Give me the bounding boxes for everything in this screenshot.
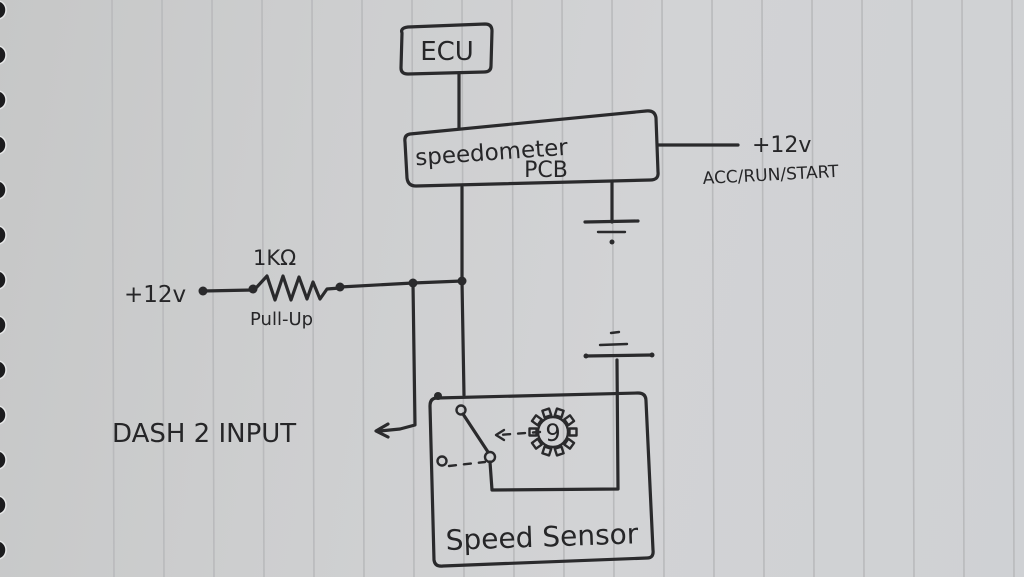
wheel-glyph: 9 <box>545 419 560 447</box>
pcb-ground-icon <box>583 180 640 245</box>
arrow-left-icon <box>494 428 506 442</box>
ruled-line <box>311 0 315 577</box>
ruled-line <box>611 0 615 577</box>
binding-hole <box>0 90 7 110</box>
ruled-line <box>811 0 815 577</box>
junction-dot <box>457 276 467 286</box>
ruled-line <box>861 0 865 577</box>
gear-tooth <box>563 437 576 450</box>
ruled-line <box>361 0 365 577</box>
binding-hole <box>0 0 7 20</box>
binding-hole <box>0 135 7 155</box>
binding-hole <box>0 450 7 470</box>
ruled-line <box>211 0 215 577</box>
ruled-line <box>711 0 715 577</box>
binding-hole <box>0 405 7 425</box>
gear-tooth <box>553 445 565 457</box>
ruled-line <box>511 0 515 577</box>
gear-tooth <box>568 427 578 437</box>
pcb-to-sensor-wire <box>460 185 466 397</box>
switch-contact-open <box>436 455 448 467</box>
resistor-icon <box>253 274 342 302</box>
binding-hole <box>0 225 7 245</box>
ecu-label: ECU <box>420 37 474 67</box>
ruled-line <box>661 0 665 577</box>
gear-tooth <box>530 414 543 427</box>
gear-tooth <box>541 407 553 419</box>
ruled-line <box>911 0 915 577</box>
ignition-voltage-label: +12v <box>752 133 811 158</box>
ruled-line <box>561 0 565 577</box>
binding-hole <box>0 270 7 290</box>
speedometer-pcb-block: speedometer PCB <box>403 109 660 188</box>
ruled-line <box>761 0 765 577</box>
ruled-line <box>111 0 115 577</box>
ruled-line <box>161 0 165 577</box>
gear-tooth <box>530 437 543 450</box>
speed-sensor-block: Speed Sensor 9 <box>428 358 655 568</box>
resistor-value: 1KΩ <box>253 246 296 270</box>
sensor-ground-wire <box>488 358 620 492</box>
speed-sensor-label: Speed Sensor <box>445 517 639 557</box>
binding-hole <box>0 180 7 200</box>
gear-tooth <box>541 445 553 457</box>
binding-hole <box>0 315 7 335</box>
binding-hole <box>0 360 7 380</box>
ecu-block: ECU <box>399 22 494 76</box>
ruled-line <box>261 0 265 577</box>
ruled-line <box>961 0 965 577</box>
binding-hole <box>0 495 7 515</box>
pcb-label-line2: PCB <box>524 158 568 183</box>
actuation-dashed-line <box>496 430 542 437</box>
junction-dot <box>434 392 442 400</box>
pullup-voltage-label: +12v <box>124 282 186 308</box>
switch-arm <box>461 412 490 454</box>
ruled-line <box>1011 0 1015 577</box>
pullup-wire <box>201 288 255 293</box>
dash-input-label: DASH 2 INPUT <box>112 419 296 449</box>
gear-tooth <box>528 427 538 437</box>
sensor-ground-icon <box>583 330 655 359</box>
gear-tooth <box>553 407 565 419</box>
ignition-label: ACC/RUN/START <box>702 162 839 189</box>
gear-tooth <box>563 414 576 427</box>
toothed-wheel-icon <box>528 407 578 457</box>
binding-hole <box>0 540 7 560</box>
resistor-label: Pull-Up <box>250 309 313 330</box>
binding-hole <box>0 45 7 65</box>
dash-input-wire <box>378 281 417 433</box>
arrow-left-icon <box>374 422 390 439</box>
signal-line <box>338 279 464 289</box>
switch-contact <box>455 404 467 416</box>
switch-open-path <box>447 460 487 468</box>
